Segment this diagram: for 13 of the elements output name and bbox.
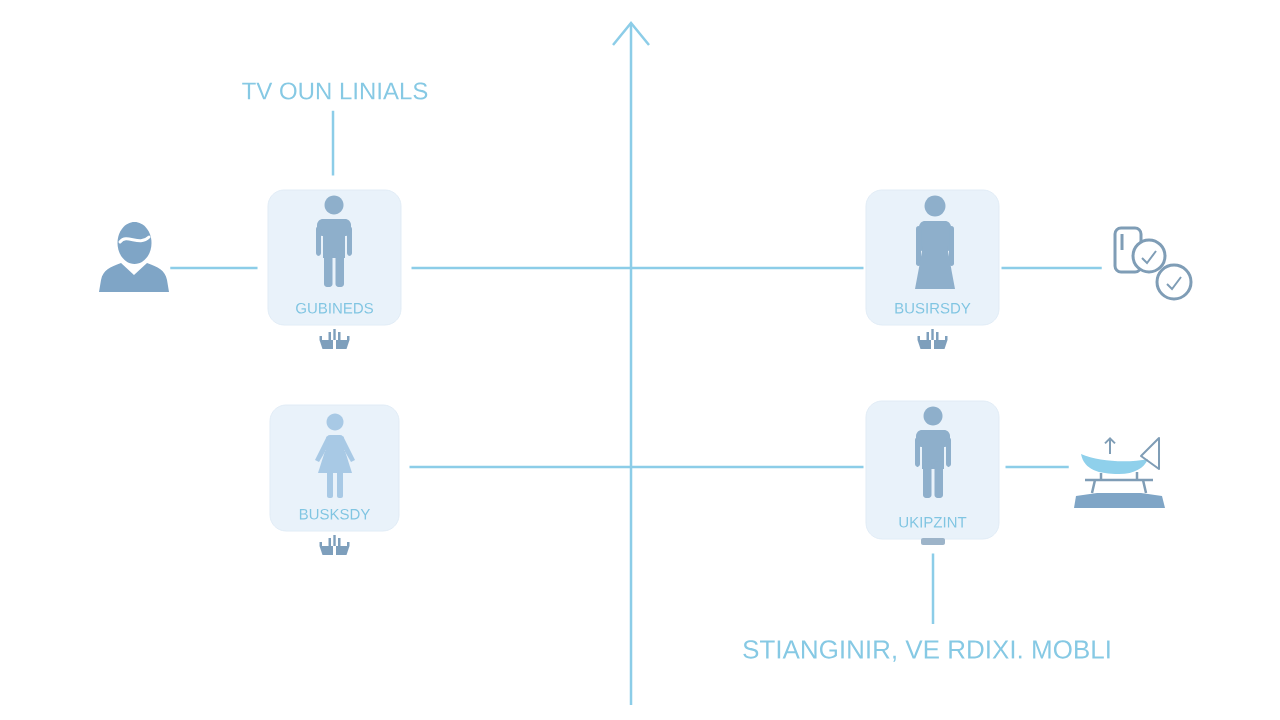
avatar-icon bbox=[99, 222, 169, 292]
check-badge-icon bbox=[1113, 226, 1193, 301]
text-label: STIANGINIR, VE RDIXI. MOBLI bbox=[743, 640, 1110, 662]
connector-line bbox=[1001, 266, 1102, 270]
connector-line bbox=[411, 266, 864, 270]
connector-line bbox=[409, 465, 864, 469]
leader-line bbox=[331, 110, 335, 176]
text-label: TV OUN LINIALS bbox=[242, 82, 428, 100]
connector-line bbox=[1005, 465, 1069, 469]
boat-icon bbox=[1074, 437, 1165, 508]
rounded-box: BUSKSDY bbox=[269, 404, 400, 532]
connector-line bbox=[170, 266, 258, 270]
leader-line bbox=[931, 553, 935, 624]
